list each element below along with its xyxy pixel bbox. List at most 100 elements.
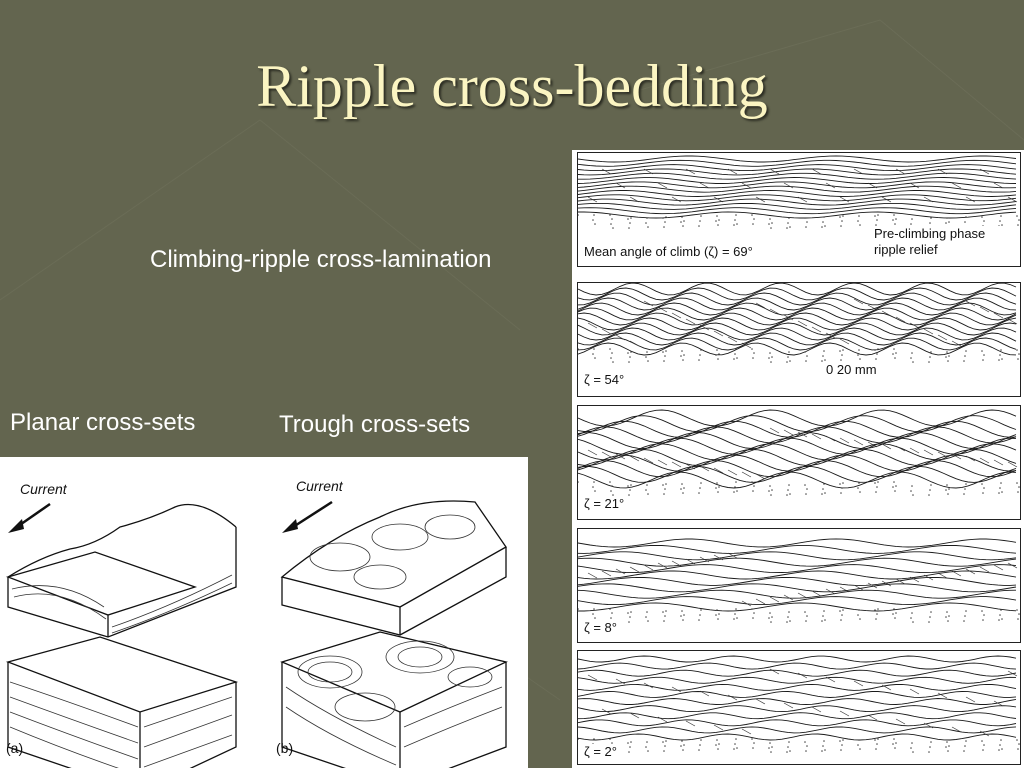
sand-stipple	[858, 215, 860, 217]
sand-stipple	[629, 489, 631, 491]
foreset-stroke	[825, 676, 836, 683]
foreset-stroke	[671, 312, 682, 319]
sand-stipple	[645, 356, 647, 358]
sand-stipple	[592, 486, 594, 488]
sand-stipple	[948, 745, 950, 747]
sand-stipple	[911, 485, 913, 487]
lamina-line	[578, 465, 1017, 483]
sand-stipple	[857, 614, 859, 616]
sand-stipple	[752, 223, 754, 225]
foreset-stroke	[839, 196, 850, 203]
sand-stipple	[911, 218, 913, 220]
foreset-stroke	[895, 445, 906, 452]
foreset-stroke	[601, 708, 612, 715]
sand-stipple	[788, 611, 790, 613]
sand-stipple	[929, 489, 931, 491]
foreset-stroke	[909, 182, 920, 189]
sand-stipple	[681, 610, 683, 612]
lamina-line	[578, 443, 1017, 461]
sand-stipple	[609, 348, 611, 350]
sand-stipple	[839, 483, 841, 485]
sand-stipple	[839, 740, 841, 742]
foreset-stroke	[895, 718, 906, 725]
sand-stipple	[948, 355, 950, 357]
lamina-line	[578, 460, 1017, 478]
sand-stipple	[963, 493, 965, 495]
sand-stipple	[645, 746, 647, 748]
sand-stipple	[877, 481, 879, 483]
sand-stipple	[804, 484, 806, 486]
sand-stipple	[681, 740, 683, 742]
sand-stipple	[609, 738, 611, 740]
sand-stipple	[682, 749, 684, 751]
sand-stipple	[982, 619, 984, 621]
foreset-stroke	[713, 330, 724, 337]
foreset-stroke	[993, 312, 1004, 319]
sand-stipple	[892, 613, 894, 615]
sand-stipple	[877, 214, 879, 216]
foreset-stroke	[965, 696, 976, 703]
sand-stipple	[612, 494, 614, 496]
foreset-stroke	[629, 340, 640, 347]
sand-stipple	[806, 488, 808, 490]
foreset-stroke	[965, 455, 976, 462]
foreset-stroke	[797, 320, 808, 327]
sand-stipple	[699, 354, 701, 356]
foreset-stroke	[769, 596, 780, 603]
sand-stipple	[768, 357, 770, 359]
foreset-stroke	[657, 182, 668, 189]
sand-stipple	[947, 620, 949, 622]
sand-stipple	[982, 492, 984, 494]
sand-stipple	[646, 611, 648, 613]
sand-stipple	[999, 487, 1001, 489]
sand-stipple	[895, 742, 897, 744]
foreset-stroke	[685, 168, 696, 175]
sand-stipple	[680, 488, 682, 490]
sand-stipple	[1001, 358, 1003, 360]
sand-stipple	[912, 361, 914, 363]
sand-stipple	[929, 356, 931, 358]
trough-block-diagram: Current (b)	[276, 478, 508, 768]
foreset-stroke	[643, 457, 654, 464]
sand-stipple	[965, 483, 967, 485]
sand-stipple	[663, 360, 665, 362]
foreset-stroke	[937, 168, 948, 175]
sand-stipple	[945, 222, 947, 224]
sand-stipple	[734, 743, 736, 745]
sand-stipple	[804, 741, 806, 743]
sand-stipple	[839, 350, 841, 352]
sand-stipple	[788, 217, 790, 219]
sand-stipple	[983, 744, 985, 746]
sand-stipple	[611, 352, 613, 354]
sand-stipple	[645, 489, 647, 491]
sand-stipple	[859, 358, 861, 360]
sand-stipple	[683, 487, 685, 489]
sand-stipple	[733, 491, 735, 493]
sand-stipple	[733, 224, 735, 226]
sand-stipple	[858, 609, 860, 611]
sand-stipple	[752, 490, 754, 492]
sand-stipple	[610, 490, 612, 492]
foreset-stroke	[895, 316, 906, 323]
foreset-stroke	[741, 342, 752, 349]
sand-stipple	[859, 491, 861, 493]
sand-stipple	[594, 617, 596, 619]
foreset-stroke	[755, 196, 766, 203]
sand-stipple	[578, 214, 579, 216]
scale-bar-label: 0 20 mm	[824, 362, 879, 377]
foreset-stroke	[601, 570, 612, 577]
foreset-stroke	[657, 306, 668, 313]
sand-stipple	[681, 216, 683, 218]
foreset-stroke	[979, 730, 990, 737]
foreset-stroke	[713, 724, 724, 731]
lamina-line	[578, 570, 1017, 580]
sand-stipple	[840, 492, 842, 494]
lamina-line	[578, 287, 1017, 301]
sand-stipple	[787, 222, 789, 224]
foreset-stroke	[965, 568, 976, 575]
sand-stipple	[698, 492, 700, 494]
foreset-stroke	[853, 584, 864, 591]
foreset-stroke	[853, 439, 864, 446]
foreset-stroke	[671, 196, 682, 203]
sand-stipple	[718, 486, 720, 488]
